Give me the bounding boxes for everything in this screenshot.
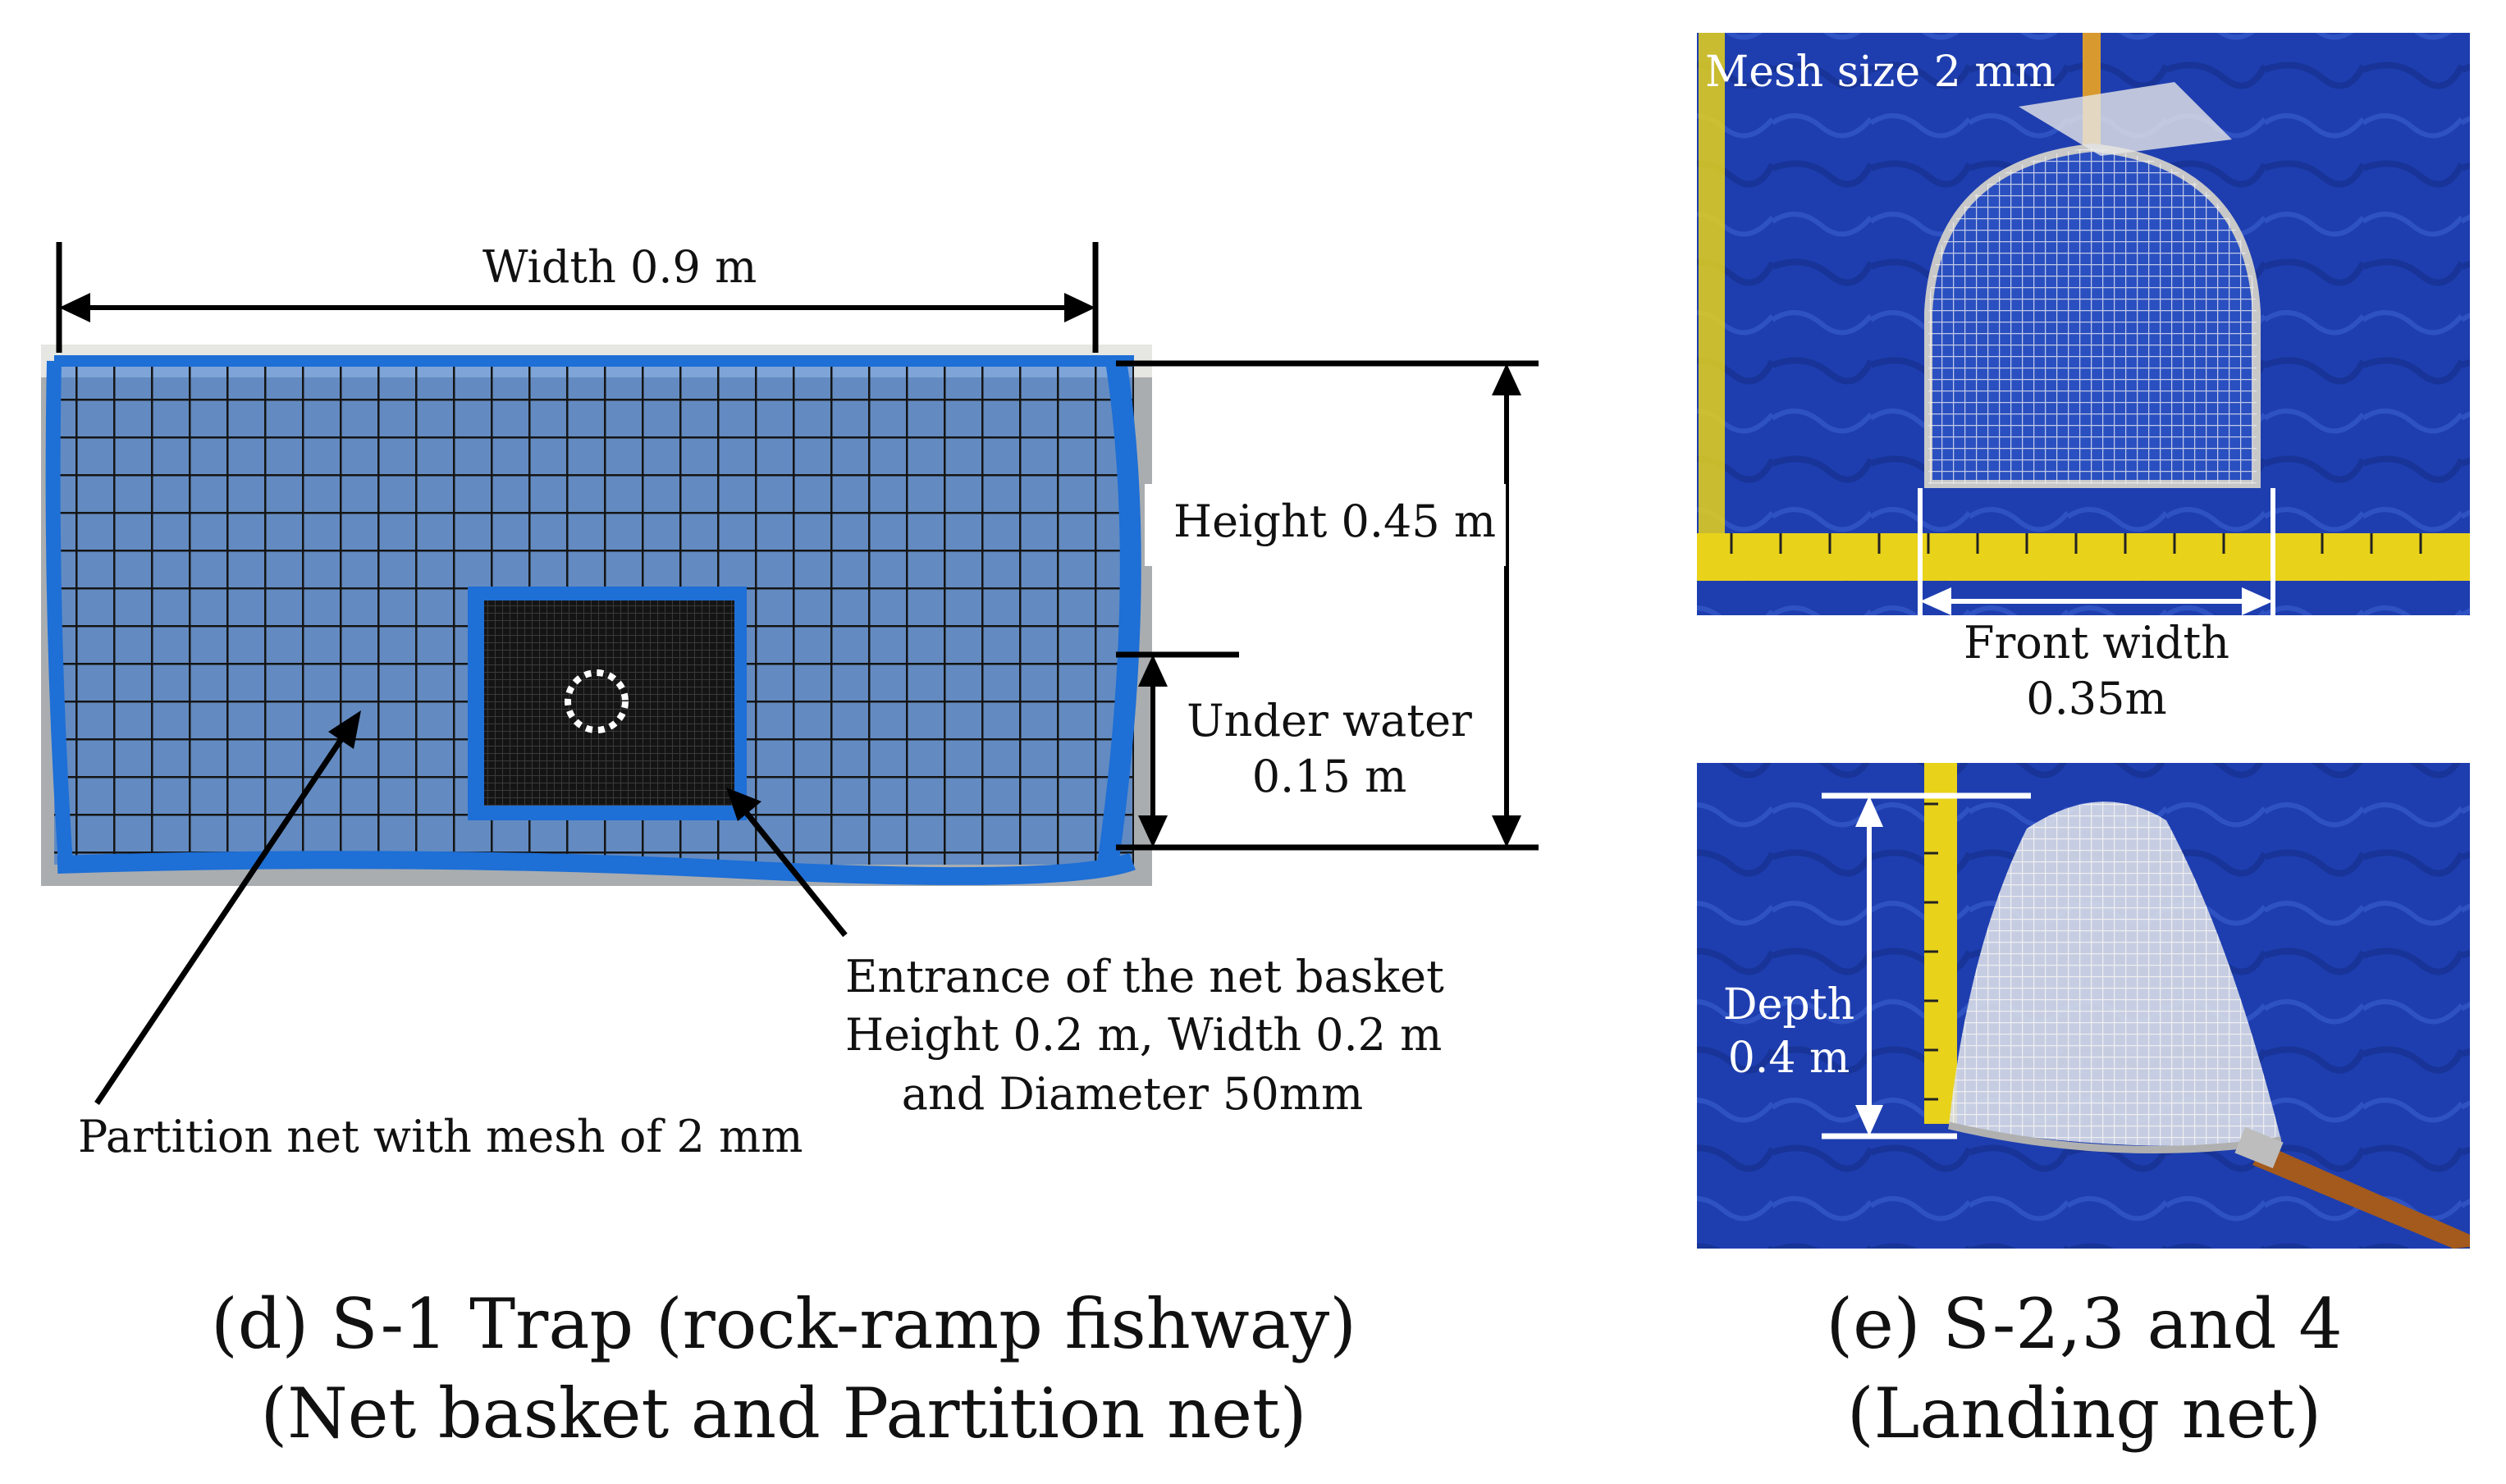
height-label: Height 0.45 m (1173, 495, 1497, 547)
under-water-dimension (1116, 651, 1239, 847)
front-width-label: Front width 0.35m (1920, 615, 2273, 726)
front-width-dimension (1918, 488, 2275, 615)
landing-net-side-photo (1697, 763, 2470, 1249)
entrance-label: Entrance of the net basket Height 0.2 m,… (845, 947, 1444, 1123)
front-width-label-line1: Front width (1964, 617, 2229, 669)
depth-dimension (1822, 792, 2031, 1139)
depth-label-line2: 0.4 m (1727, 1034, 1850, 1083)
net-basket-entrance (468, 587, 747, 820)
partition-leader-arrow (94, 710, 361, 1105)
entrance-leader-arrow (726, 788, 848, 938)
depth-label: Depth 0.4 m (1715, 979, 1863, 1085)
height-dimension (1116, 360, 1539, 851)
partition-label: Partition net with mesh of 2 mm (78, 1111, 803, 1162)
width-label: Width 0.9 m (482, 241, 757, 293)
under-water-label: Under water 0.15 m (1165, 693, 1493, 804)
width-dimension (56, 242, 1099, 353)
under-water-label-line2: 0.15 m (1251, 750, 1407, 802)
caption-e: (e) S-2,3 and 4 (Landing net) (1748, 1280, 2421, 1459)
entrance-label-line2: Height 0.2 m, Width 0.2 m (845, 1009, 1443, 1062)
caption-e-line2: (Landing net) (1846, 1373, 2322, 1454)
height-label-box: Height 0.45 m (1145, 484, 1506, 566)
landing-net-top-photo (1697, 33, 2470, 615)
entrance-label-line1: Entrance of the net basket (845, 951, 1444, 1002)
mesh-size-label: Mesh size 2 mm (1705, 48, 2056, 97)
trap-photo (41, 345, 1152, 886)
caption-e-line1: (e) S-2,3 and 4 (1826, 1284, 2343, 1364)
caption-d-line1: (d) S-1 Trap (rock-ramp fishway) (210, 1284, 1357, 1364)
entrance-label-line3: and Diameter 50mm (901, 1067, 1364, 1120)
caption-d: (d) S-1 Trap (rock-ramp fishway) (Net ba… (189, 1280, 1379, 1459)
depth-label-line1: Depth (1722, 980, 1855, 1030)
front-width-label-line2: 0.35m (2026, 672, 2167, 724)
caption-d-line2: (Net basket and Partition net) (260, 1373, 1307, 1454)
under-water-label-line1: Under water (1187, 695, 1472, 747)
